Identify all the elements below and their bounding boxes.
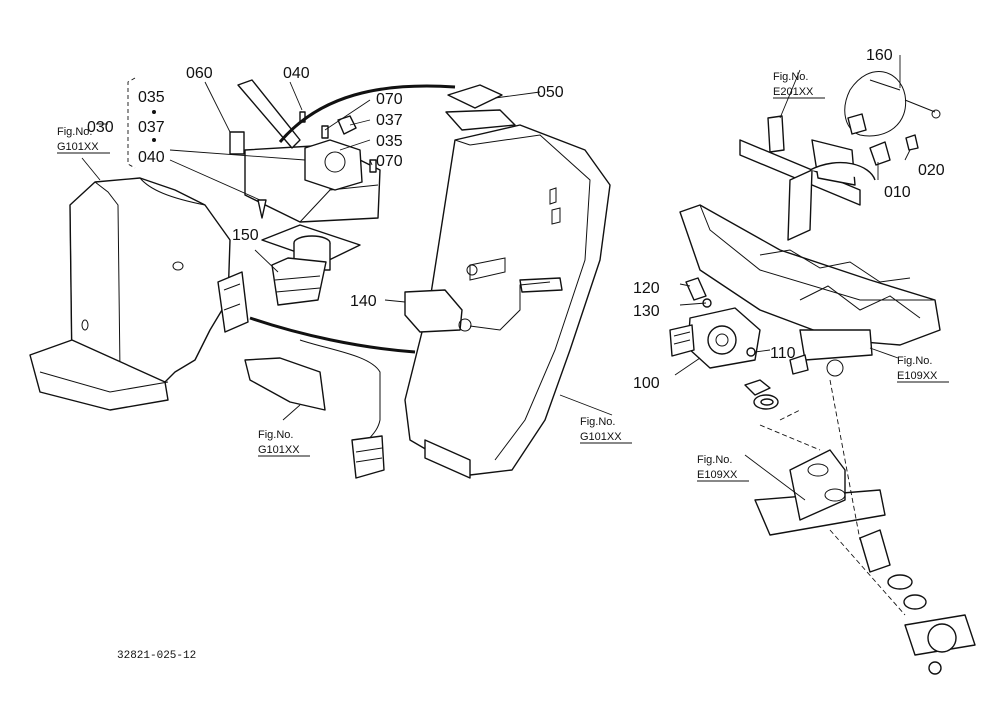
part-label-035: 035 [138,89,165,106]
svg-text:Fig.No.: Fig.No. [697,454,732,466]
svg-text:E109XX: E109XX [897,370,938,382]
column-bracket [244,224,361,411]
svg-text:E201XX: E201XX [773,86,814,98]
part-label-040: 040 [283,65,310,82]
part-label-035: 035 [376,133,403,150]
part-label-120: 120 [633,280,660,297]
part-label-050: 050 [537,84,564,101]
brake-pedal-assembly [679,204,941,410]
part-label-160: 160 [866,47,893,64]
svg-text:G101XX: G101XX [580,431,622,443]
part-label-110: 110 [770,345,796,362]
drawing-code: 32821-025-12 [117,650,196,662]
wire-harness [299,339,385,479]
part-label-037: 037 [376,112,403,129]
part-label-070: 070 [376,91,403,108]
part-label-100: 100 [633,375,660,392]
dot-bullet [152,138,156,142]
leader-lines [81,55,911,616]
svg-text:Fig.No.: Fig.No. [57,126,92,138]
column-cover-outline [278,84,456,143]
steering-shaft-upper [739,71,941,241]
figure-reference: Fig.No. E109XX [697,454,749,482]
part-label-037: 037 [138,119,165,136]
svg-text:Fig.No.: Fig.No. [258,429,293,441]
part-label-140: 140 [350,293,377,310]
figure-reference: Fig.No. G101XX [580,416,632,444]
svg-text:G101XX: G101XX [258,444,300,456]
part-label-040: 040 [138,149,165,166]
lower-cover-edge [249,316,416,354]
dot-bullet [152,110,156,114]
lower-shaft-parts [859,529,976,675]
front-cover-panel [29,177,249,411]
lower-bracket [754,449,886,536]
rear-cover-panel [404,124,611,479]
svg-text:Fig.No.: Fig.No. [897,355,932,367]
part-label-150: 150 [232,227,259,244]
part-label-060: 060 [186,65,213,82]
svg-text:G101XX: G101XX [57,141,99,153]
pedal-sensor-100 [669,277,761,369]
part-label-020: 020 [918,162,945,179]
part-label-030: 030 [87,119,114,136]
svg-text:Fig.No.: Fig.No. [773,71,808,83]
combination-switch-assembly [229,79,381,223]
grip-050 [445,84,516,131]
part-label-010: 010 [884,184,911,201]
svg-text:Fig.No.: Fig.No. [580,416,615,428]
part-label-130: 130 [633,303,660,320]
figure-reference: Fig.No. E109XX [897,355,949,383]
hazard-switch-140 [404,281,551,333]
figure-reference: Fig.No. G101XX [57,126,110,154]
figure-reference: Fig.No. G101XX [258,429,310,457]
svg-text:E109XX: E109XX [697,469,738,481]
part-label-070: 070 [376,153,403,170]
figure-reference: Fig.No. E201XX [773,71,825,99]
